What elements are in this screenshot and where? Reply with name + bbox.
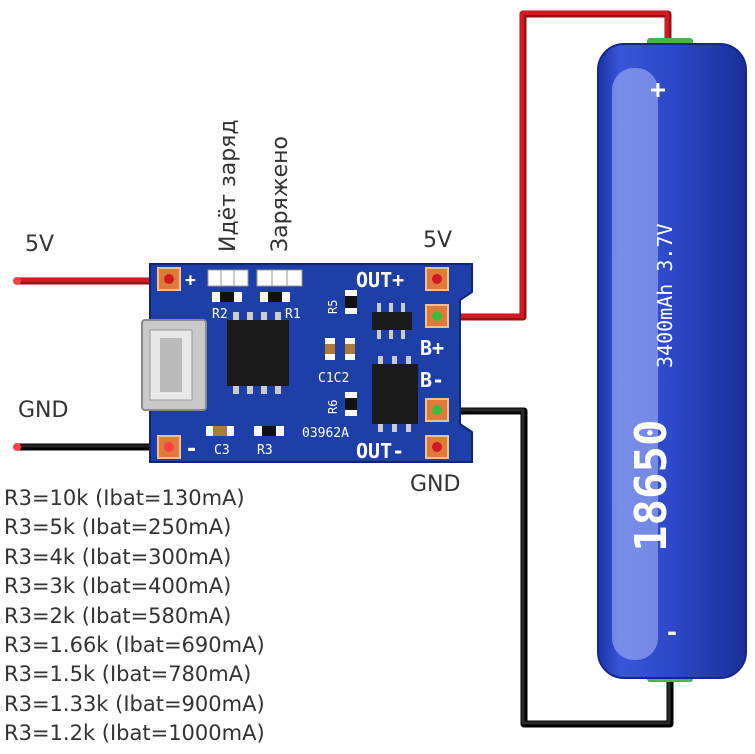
silk-r2: R2 xyxy=(212,307,228,322)
battery-minus-wire xyxy=(436,407,674,728)
capacitors-c1c2 xyxy=(325,338,355,360)
silk-code: 03962A xyxy=(302,426,349,441)
charger-ic xyxy=(227,312,289,394)
battery-18650: + - 18650 3400mAh 3.7V xyxy=(597,38,747,682)
micro-usb-connector[interactable] xyxy=(141,319,207,411)
output-5v-label: 5V xyxy=(423,228,453,253)
led-charging-label: Идёт заряд xyxy=(216,119,241,252)
resistor-r2 xyxy=(212,292,242,302)
output-gnd-label: GND xyxy=(410,472,461,497)
resistor-r3 xyxy=(254,426,284,436)
battery-model: 18650 xyxy=(626,420,677,552)
input-gnd-terminal xyxy=(13,443,21,451)
r3-row: R3=4k (Ibat=300mA) xyxy=(4,544,232,569)
battery-spec: 3400mAh 3.7V xyxy=(653,224,677,369)
pad-b-minus-hole xyxy=(432,405,442,415)
pad-in-minus-hole xyxy=(164,442,174,452)
protection-transistor xyxy=(372,303,412,339)
battery-plus-wire xyxy=(436,10,672,321)
resistor-r5 xyxy=(345,290,357,314)
input-gnd-wire xyxy=(13,443,170,451)
silk-b-plus: B+ xyxy=(420,336,444,360)
silk-b-minus: B- xyxy=(420,368,444,392)
silk-plus: + xyxy=(185,270,196,291)
battery-plus-sign: + xyxy=(650,75,666,105)
capacitor-c3 xyxy=(206,426,234,436)
led-charging xyxy=(207,269,249,287)
charger-board: + - OUT+ OUT- B+ B- R2 R1 C3 R3 C1C2 039… xyxy=(141,263,473,463)
silk-r1: R1 xyxy=(285,307,301,322)
silk-minus: - xyxy=(185,437,198,462)
silk-out-minus: OUT- xyxy=(356,439,404,463)
r3-row: R3=1.33k (Ibat=900mA) xyxy=(4,691,265,716)
silk-r3: R3 xyxy=(257,443,273,458)
r3-row: R3=1.5k (Ibat=780mA) xyxy=(4,662,252,687)
pad-in-plus-hole xyxy=(164,274,174,284)
r3-row: R3=1.66k (Ibat=690mA) xyxy=(4,633,265,658)
r3-row: R3=10k (Ibat=130mA) xyxy=(4,486,245,510)
silk-out-plus: OUT+ xyxy=(356,268,404,292)
input-5v-wire xyxy=(13,277,170,285)
battery-minus-sign: - xyxy=(665,618,679,646)
resistor-r6 xyxy=(345,392,357,416)
r3-row: R3=1.2k (Ibat=1000mA) xyxy=(4,721,265,746)
input-gnd-label: GND xyxy=(18,398,69,423)
r3-row: R3=5k (Ibat=250mA) xyxy=(4,515,232,540)
silk-r6: R6 xyxy=(326,400,340,414)
led-charged-label: Заряжено xyxy=(268,136,293,252)
pad-out-plus-hole xyxy=(432,274,442,284)
silk-r5: R5 xyxy=(326,300,340,314)
input-5v-label: 5V xyxy=(25,232,55,257)
resistor-r1 xyxy=(260,292,290,302)
pad-out-minus-hole xyxy=(432,442,442,452)
r3-row: R3=2k (Ibat=580mA) xyxy=(4,603,232,628)
protection-ic xyxy=(372,356,418,432)
silk-c3: C3 xyxy=(214,443,230,458)
r3-row: R3=3k (Ibat=400mA) xyxy=(4,574,232,599)
r3-current-table: R3=10k (Ibat=130mA) R3=5k (Ibat=250mA) R… xyxy=(4,484,265,749)
input-5v-terminal xyxy=(13,277,21,285)
silk-c1c2: C1C2 xyxy=(318,371,349,386)
pad-b-plus-hole xyxy=(432,311,442,321)
led-charged xyxy=(256,269,303,287)
